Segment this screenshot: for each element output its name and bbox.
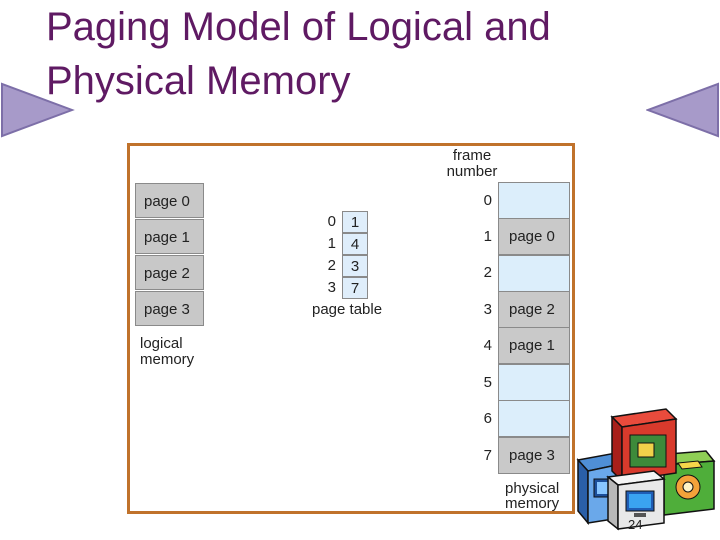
computer-blocks-clipart-icon <box>576 408 716 531</box>
page-table-entry-0: 1 <box>342 211 368 233</box>
logical-memory-label-line1: logical <box>140 335 183 352</box>
page-table-label: page table <box>312 301 383 318</box>
slide-title: Paging Model of Logical and Physical Mem… <box>46 0 646 108</box>
physical-frame-3: page 2 <box>498 291 570 328</box>
physical-frame-5 <box>498 364 570 401</box>
frame-number-label-line2: number <box>446 163 498 180</box>
frame-number-5: 5 <box>483 374 492 391</box>
physical-frame-0 <box>498 182 570 219</box>
logical-page-0: page 0 <box>135 183 204 218</box>
page-table-index-2: 2 <box>327 257 336 274</box>
page-table-entry-3: 7 <box>342 277 368 299</box>
slide-title-line1: Paging Model of Logical and <box>46 5 551 49</box>
slide-title-line2: Physical Memory <box>46 59 351 103</box>
frame-number-1: 1 <box>483 228 492 245</box>
frame-number-4: 4 <box>483 337 492 354</box>
frame-number-2: 2 <box>483 264 492 281</box>
page-table-index-1: 1 <box>327 235 336 252</box>
physical-frame-1: page 0 <box>498 218 570 255</box>
logical-memory-label-line2: memory <box>140 351 195 368</box>
physical-frame-2 <box>498 255 570 292</box>
logical-page-1: page 1 <box>135 219 204 254</box>
logical-page-3: page 3 <box>135 291 204 326</box>
slide-page-number: 24 <box>628 517 643 532</box>
physical-frame-6 <box>498 400 570 437</box>
page-table-entry-2: 3 <box>342 255 368 277</box>
page-table-entry-1: 4 <box>342 233 368 255</box>
previous-slide-arrow-icon[interactable] <box>646 82 720 138</box>
page-table-index-3: 3 <box>327 279 336 296</box>
frame-number-7: 7 <box>483 447 492 464</box>
frame-number-3: 3 <box>483 301 492 318</box>
logical-memory-label: logical memory <box>140 336 194 368</box>
physical-memory-label-line2: memory <box>505 495 560 512</box>
page-table-index-0: 0 <box>327 213 336 230</box>
frame-number-6: 6 <box>483 410 492 427</box>
paging-figure: frame number page 0 page 1 page 2 page 3… <box>127 143 575 514</box>
logical-page-2: page 2 <box>135 255 204 290</box>
frame-number-0: 0 <box>483 192 492 209</box>
physical-frame-7: page 3 <box>498 437 570 474</box>
physical-frame-4: page 1 <box>498 327 570 364</box>
next-slide-arrow-icon[interactable] <box>0 82 76 138</box>
physical-memory-label-line1: physical <box>505 480 560 497</box>
frame-number-label-line1: frame <box>452 147 492 164</box>
physical-memory-label: physical memory <box>505 481 559 511</box>
frame-number-label: frame number <box>442 148 502 180</box>
